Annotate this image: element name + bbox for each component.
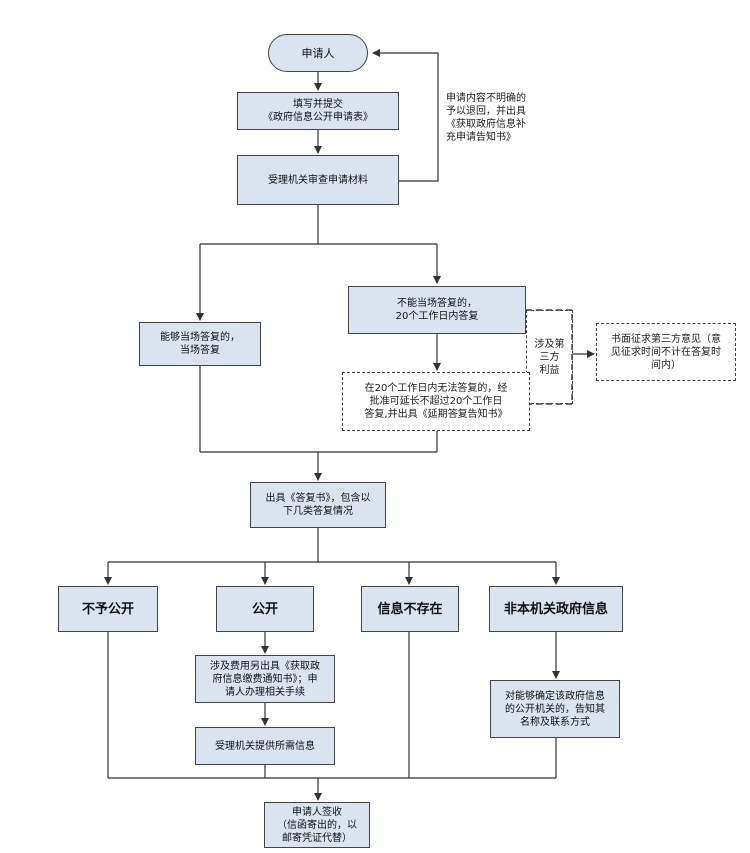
node-not-immediate: 不能当场答复的， 20个工作日内答复 xyxy=(348,286,526,334)
node-not-our-info: 非本机关政府信息 xyxy=(489,586,623,632)
third-party-bracket xyxy=(526,309,573,405)
node-reply: 出具《答复书》，包含以 下几类答复情况 xyxy=(250,482,386,528)
node-fee: 涉及费用另出具《获取政 府信息缴费通知书》；申 请人办理相关手续 xyxy=(195,655,335,703)
edge-review-return xyxy=(372,49,439,182)
node-sign: 申请人签收 （信函寄出的，以 邮寄凭证代替） xyxy=(264,802,370,848)
node-applicant: 申请人 xyxy=(268,34,368,72)
node-immediate: 能够当场答复的， 当场答复 xyxy=(139,322,261,366)
note-reject: 申请内容不明确的 予以退回，并出具 《获取政府信息补 充申请告知书》 xyxy=(446,93,526,143)
node-submit: 填写并提交 《政府信息公开申请表》 xyxy=(237,92,399,130)
node-inform-agency: 对能够确定该政府信息 的公开机关的，告知其 名称及联系方式 xyxy=(490,680,620,738)
node-provide: 受理机关提供所需信息 xyxy=(195,727,335,765)
node-not-exist: 信息不存在 xyxy=(361,586,459,632)
node-extension: 在20个工作日内无法答复的，经 批准可延长不超过20个工作日 答复,并出具《延期… xyxy=(342,372,530,431)
node-public: 公开 xyxy=(216,586,314,632)
node-third-party-opinion: 书面征求第三方意见（意 见征求时间不计在答复时 间内） xyxy=(596,323,736,381)
node-not-public: 不予公开 xyxy=(58,586,158,632)
node-review: 受理机关审查申请材料 xyxy=(237,155,399,205)
